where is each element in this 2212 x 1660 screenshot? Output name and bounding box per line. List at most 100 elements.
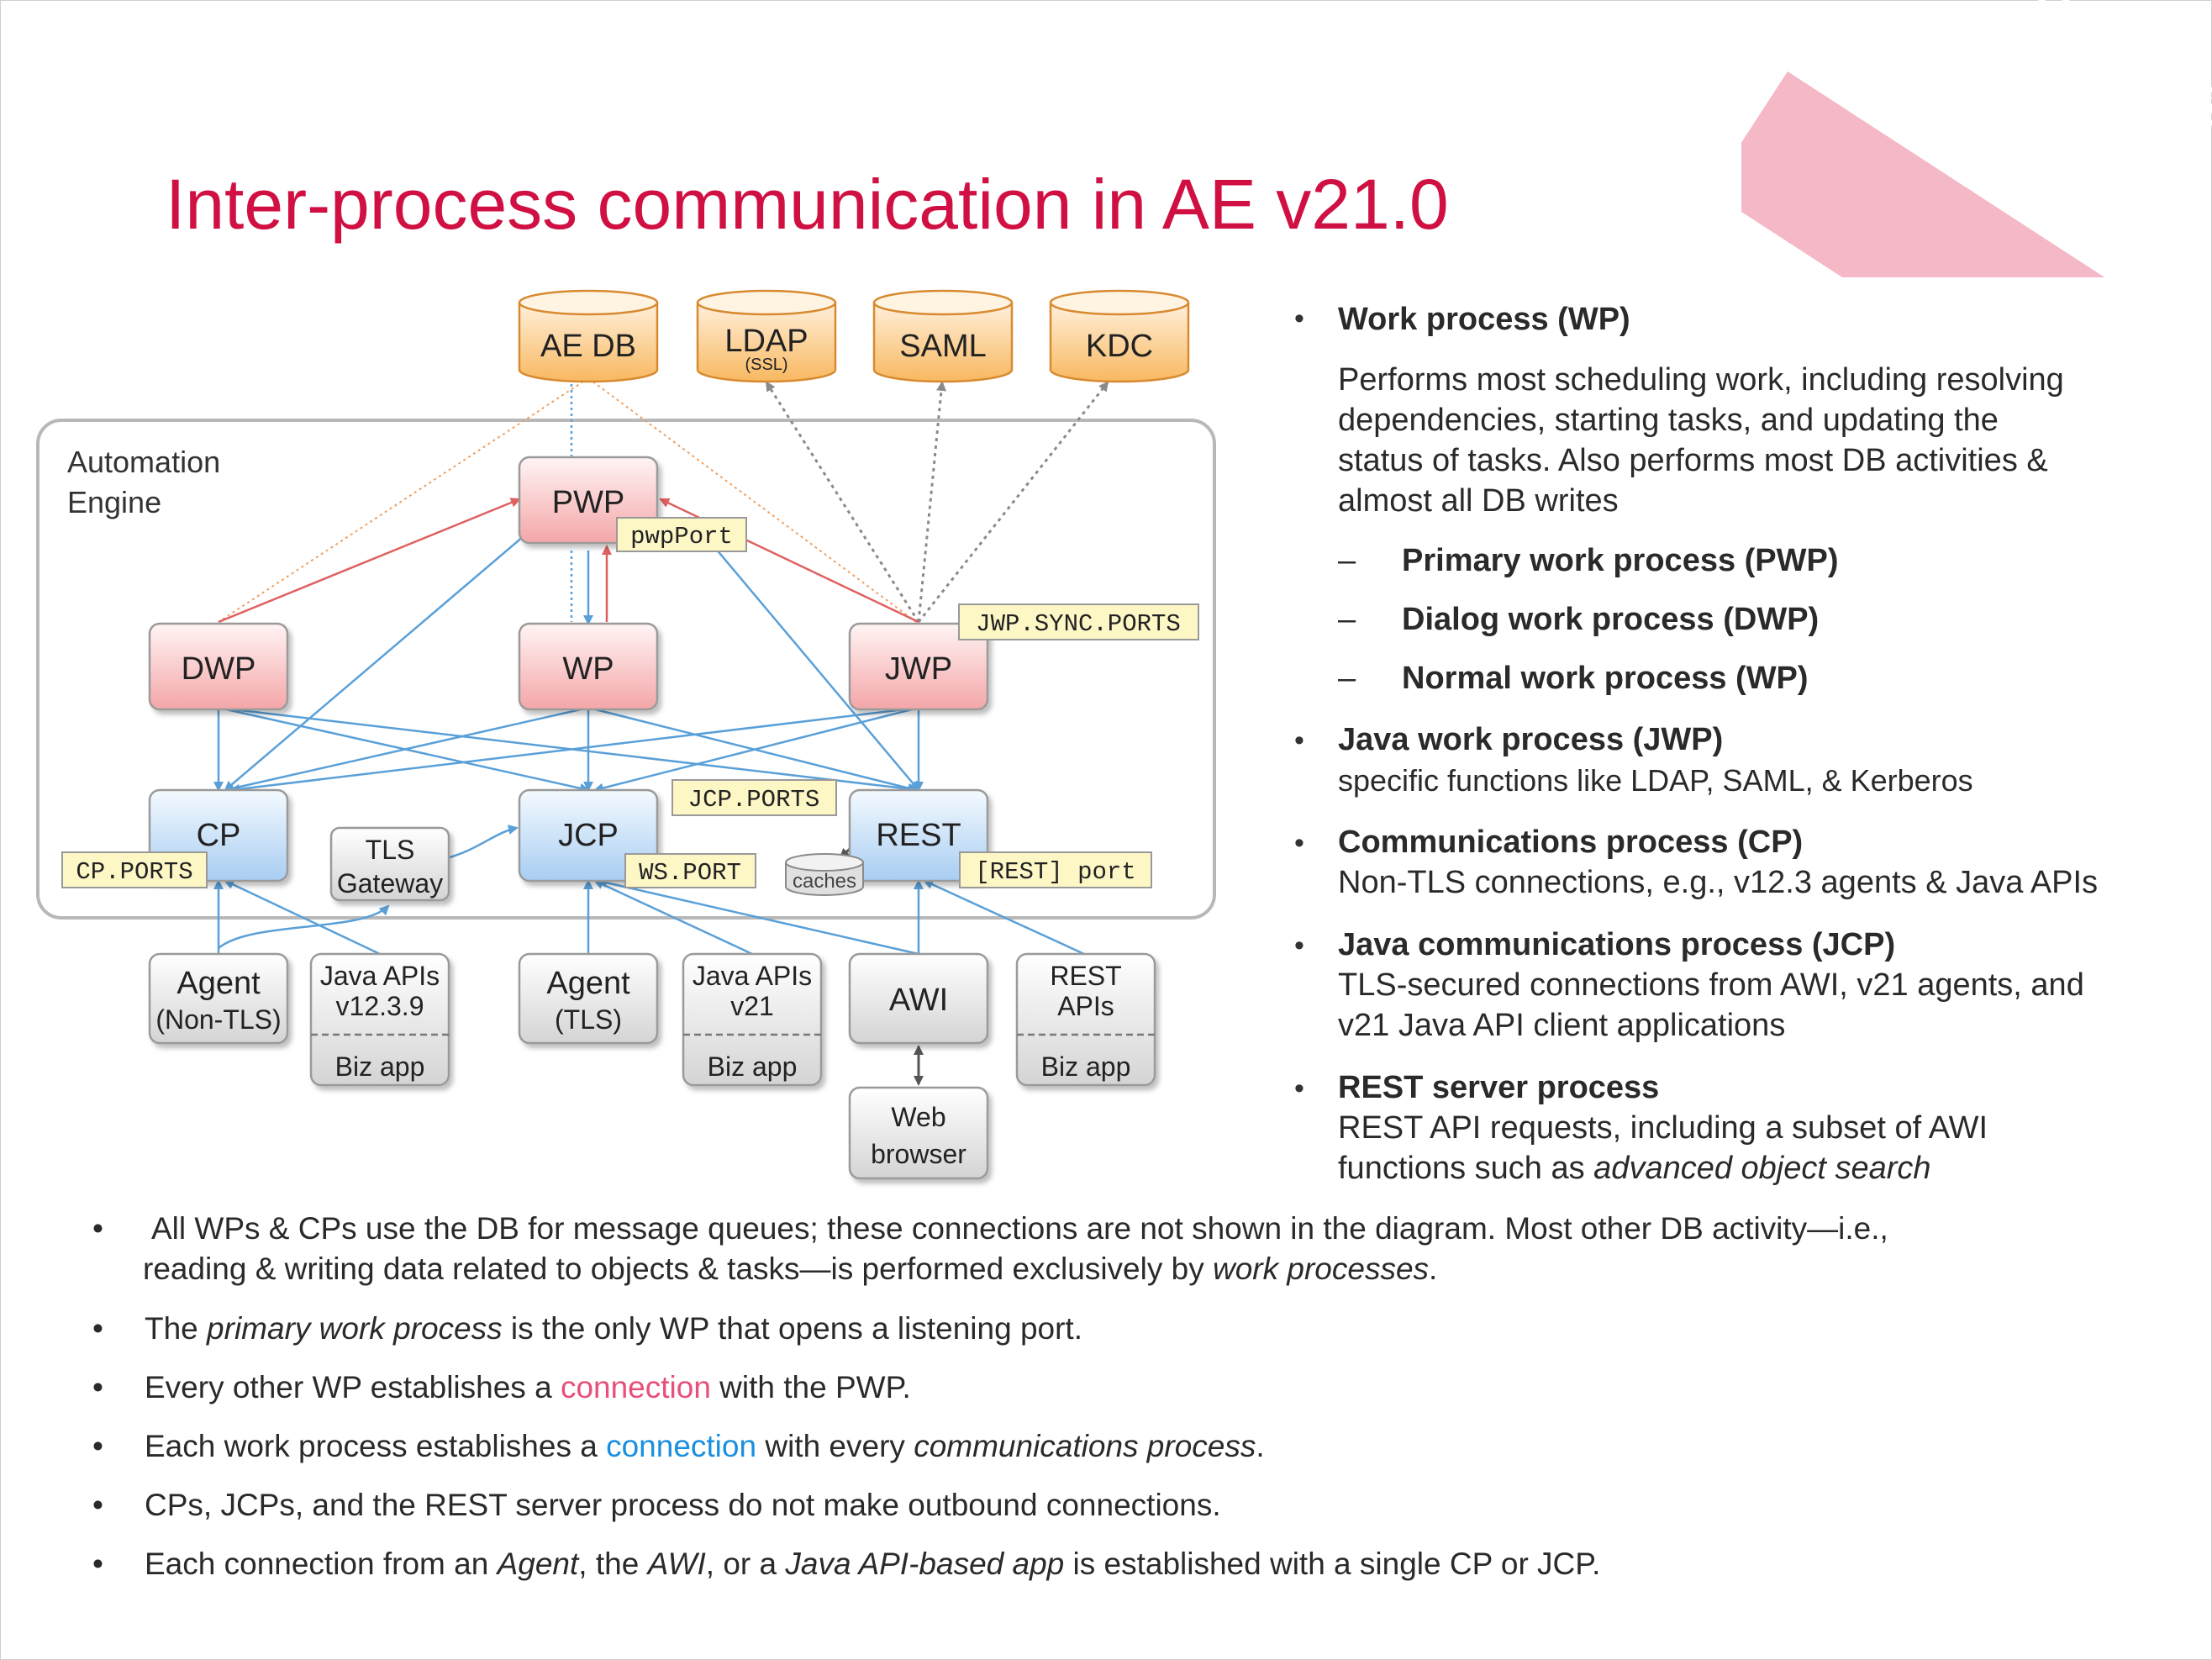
bottom-bullet-4: • Each work process establishes a connec… [92,1426,2109,1468]
rp-wp-sub-1: Primary work process (PWP) [1402,543,1839,578]
agent-nontls-line-2: (Non-TLS) [155,1004,281,1035]
tls-gateway-line-2: Gateway [337,868,443,899]
tls-gateway-box [329,826,450,902]
rp-jcp-body-2: v21 Java API client applications [1338,1008,1786,1043]
bb3-pre: Every other WP establishes a [145,1370,561,1404]
bb1-l2-em: work processes [1212,1252,1430,1286]
bb1-line-2: reading & writing data related to object… [143,1249,2101,1289]
db-ae-label: AE DB [540,329,636,364]
rp-jwp-body: specific functions like LDAP, SAML, & Ke… [1338,763,1973,798]
db-ldap-sub: (SSL) [745,356,787,374]
rp-cp-body: Non-TLS connections, e.g., v12.3 agents … [1338,865,2099,900]
rp-wp-sub-2: Dialog work process (DWP) [1402,602,1820,637]
rest-box [848,788,989,883]
client-connections [213,825,1085,956]
javaapi-v21-line-1: Java APIs [693,961,812,991]
db-kdc: KDC [1049,289,1190,383]
bullet-dot-3: • [92,1370,103,1404]
client-agent-nontls: Agent (Non-TLS) [148,952,289,1045]
bb4-connection-blue: connection [606,1429,757,1463]
agent-tls-line-2: (TLS) [555,1004,622,1035]
bb2-post: is the only WP that opens a listening po… [502,1311,1082,1346]
bb4-mid: with every [756,1429,914,1463]
client-web-browser: Web browser [848,1086,989,1180]
wp-box [518,622,659,711]
browser-line-1: Web [891,1102,945,1132]
rp-rest-body-2-em: advanced object search [1593,1151,1931,1186]
jcp-port-tag: JCP.PORTS [688,786,820,814]
pwp-label: PWP [552,485,625,520]
agent-nontls-line-1: Agent [176,966,261,1001]
client-javaapi-v12: Java APIs v12.3.9 Biz app [309,952,450,1087]
rp-rest-body-1: REST API requests, including a subset of… [1338,1110,1988,1146]
bb6-em1: Agent [497,1547,579,1581]
bullet-dot-2: • [92,1311,103,1346]
bottom-bullet-4-text: Each work process establishes a connecti… [145,1426,2103,1467]
bb2-pre: The [145,1311,208,1346]
port-tags: pwpPort JWP.SYNC.PORTS JCP.PORTS CP.PORT… [61,517,1199,888]
db-ldap-label: LDAP [724,324,808,359]
banner-text: Updated for version 21 [1988,0,2212,197]
bb3-post: with the PWP. [710,1370,911,1404]
bb6-mid2: , or a [705,1547,786,1581]
rp-rest-body-2-pre: functions such as [1338,1151,1594,1186]
jcp-box [518,788,659,883]
bottom-bullet-6: • Each connection from an Agent, the AWI… [92,1544,2109,1586]
bottom-bullet-5-text: CPs, JCPs, and the REST server process d… [145,1488,1221,1522]
jwp-box [848,622,989,711]
bb1-line-1: All WPs & CPs use the DB for message que… [151,1211,1888,1246]
jcp-label: JCP [558,818,619,853]
bottom-bullet-5: • CPs, JCPs, and the REST server process… [92,1485,2109,1527]
bb1-l2-pre: reading & writing data related to object… [143,1252,1213,1286]
rest-label: REST [876,818,961,853]
javaapi-v12-bizapp: Biz app [335,1051,425,1082]
rp-bullet-cp: • [1294,827,1304,859]
rest-port-tag: [REST] port [975,858,1135,886]
bb6-em3: Java API-based app [785,1547,1065,1581]
bullet-dot-1: • [92,1211,103,1246]
bullet-dot-5: • [92,1488,103,1522]
jwp-port-tag: JWP.SYNC.PORTS [976,610,1181,638]
dwp-box [148,622,289,711]
db-kdc-label: KDC [1086,329,1153,364]
jwp-external-links [765,381,1109,623]
bottom-bullet-1-text: All WPs & CPs use the DB for message que… [143,1209,2101,1289]
bottom-bullet-1: • All WPs & CPs use the DB for message q… [92,1209,2109,1293]
rp-jcp-body-1: TLS-secured connections from AWI, v21 ag… [1338,967,2084,1003]
rp-wp-head: Work process (WP) [1338,302,1630,337]
rp-wp-body-2: dependencies, starting tasks, and updati… [1338,403,1999,438]
bb2-em: primary work process [207,1311,503,1346]
pwp-port-tag: pwpPort [630,523,733,551]
restapis-bizapp: Biz app [1041,1051,1131,1082]
rp-bullet-wp: • [1294,303,1304,335]
engine-label-line-2: Engine [67,485,161,519]
bb4-post: . [1256,1429,1265,1463]
db-ldap: LDAP (SSL) [696,289,837,383]
bb1-l2-post: . [1429,1252,1438,1286]
rp-bullet-rest: • [1294,1072,1304,1104]
awi-label: AWI [889,983,948,1018]
rp-jwp-head: Java work process (JWP) [1338,722,1724,757]
javaapi-v21-bizapp: Biz app [708,1051,798,1082]
browser-line-2: browser [871,1139,966,1169]
bottom-bullet-2: • The primary work process is the only W… [92,1309,2109,1351]
rp-wp-body-3: status of tasks. Also performs most DB a… [1338,443,2048,478]
agent-tls-line-1: Agent [546,966,630,1001]
db-saml: SAML [872,289,1014,383]
restapis-line-2: APIs [1057,991,1114,1021]
bb4-pre: Each work process establishes a [145,1429,607,1463]
dwp-label: DWP [182,651,256,687]
client-awi: AWI [848,952,989,1045]
ws-port-tag: WS.PORT [639,859,741,887]
rp-bullet-jcp: • [1294,930,1304,962]
bullet-dot-4: • [92,1429,103,1463]
client-javaapi-v21: Java APIs v21 Biz app [682,952,823,1087]
cp-label: CP [197,818,241,853]
bullet-dot-6: • [92,1547,103,1581]
rp-wp-body-1: Performs most scheduling work, including… [1338,362,2064,398]
updated-banner: Updated for version 21 [1741,0,2212,277]
cp-port-tag: CP.PORTS [76,858,192,886]
rp-sub-dash-3: – [1338,661,1356,696]
rp-cp-head: Communications process (CP) [1338,825,1804,860]
bottom-bullet-2-text: The primary work process is the only WP … [145,1309,2103,1349]
